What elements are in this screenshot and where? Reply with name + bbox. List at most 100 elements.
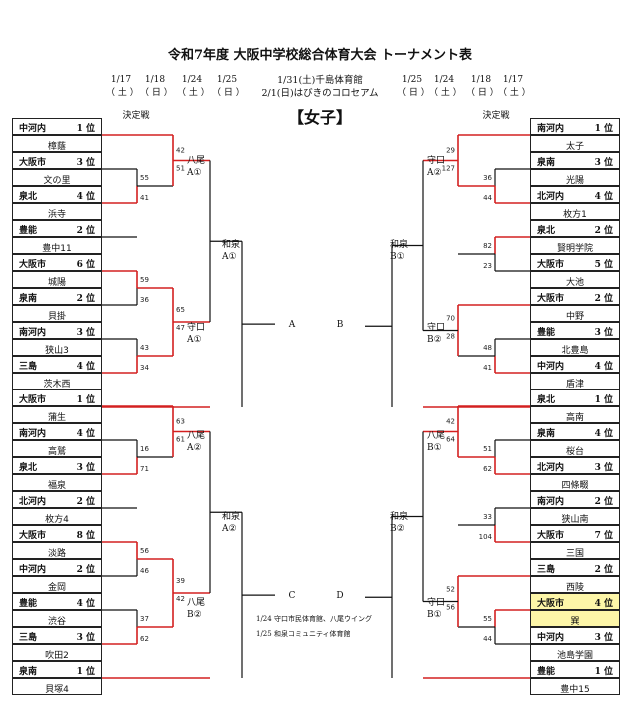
team-school-cell: 大池 — [530, 271, 620, 288]
team-school-cell: 太子 — [530, 135, 620, 152]
team-school: 枚方4 — [45, 515, 69, 525]
score: 55 — [483, 615, 492, 623]
score: 36 — [140, 296, 149, 304]
team-school-cell: 蒲生 — [12, 406, 102, 423]
team-rank: 3 位 — [76, 463, 95, 473]
score: 47 — [176, 324, 185, 332]
team-school-cell: 文の里 — [12, 169, 102, 186]
team-school: 文の里 — [43, 176, 71, 186]
team-rank: 3 位 — [594, 463, 613, 473]
team-prefecture: 豊能 — [537, 328, 556, 338]
date-header-left-4: 1/25（ 日 ） — [212, 75, 245, 98]
team-school: 巽 — [570, 617, 580, 627]
score: 16 — [140, 445, 149, 453]
team-rank: 2 位 — [76, 226, 95, 236]
team-prefecture: 大阪市 — [19, 531, 47, 541]
score: 46 — [140, 567, 149, 575]
venue-label: 守口 — [427, 321, 445, 333]
venue-label: 守口 — [427, 154, 445, 166]
score: 39 — [176, 577, 185, 585]
venue-label: 和泉 — [390, 238, 408, 250]
team-school-cell: 四條畷 — [530, 474, 620, 491]
team-rank: 4 位 — [76, 362, 95, 372]
team-school: 豊中11 — [42, 244, 72, 254]
team-prefecture: 豊能 — [537, 667, 556, 677]
team-rank: 4 位 — [594, 599, 613, 609]
team-school: 城陽 — [47, 278, 66, 288]
team-school-cell: 池島学園 — [530, 644, 620, 661]
team-school: 太子 — [565, 142, 584, 152]
venue-label: A① — [221, 252, 237, 262]
score: 34 — [140, 364, 149, 372]
team-rank: 3 位 — [76, 633, 95, 643]
team-prefecture: 北河内 — [537, 192, 565, 202]
team-school-cell: 枚方4 — [12, 508, 102, 525]
team-school-cell: 賢明学院 — [530, 237, 620, 254]
team-school: 渋谷 — [47, 617, 66, 627]
team-school: 四條畷 — [561, 481, 589, 491]
team-rank: 2 位 — [76, 294, 95, 304]
team-school: 盾津 — [565, 380, 584, 390]
final-label-left: 決定戦 — [122, 111, 150, 121]
venue-label: B② — [187, 610, 202, 620]
team-prefecture: 豊能 — [19, 226, 38, 236]
team-rank: 2 位 — [76, 565, 95, 575]
venue-label: 和泉 — [390, 510, 408, 522]
team-school-cell: 高鷲 — [12, 440, 102, 457]
score: 42 — [446, 418, 455, 426]
team-rank: 1 位 — [76, 395, 95, 405]
score: 43 — [140, 344, 149, 352]
venue-label: 八尾 — [187, 155, 205, 166]
team-school-cell: 豊中15 — [530, 678, 620, 695]
team-school-cell: 浜寺 — [12, 203, 102, 220]
team-rank: 2 位 — [594, 226, 613, 236]
team-school: 福泉 — [47, 481, 66, 491]
score: 51 — [176, 165, 185, 173]
team-prefecture: 中河内 — [537, 362, 565, 372]
date-header-right-3: 1/18（ 日 ） — [466, 75, 499, 98]
team-rank: 1 位 — [76, 124, 95, 134]
team-school-cell: 北豊島 — [530, 339, 620, 356]
team-school: 狭山南 — [561, 515, 589, 525]
team-pref-cell: 大阪市 4 位 — [530, 593, 620, 610]
team-rank: 2 位 — [76, 497, 95, 507]
score: 61 — [176, 436, 185, 444]
venue-label: A② — [426, 168, 442, 178]
team-rank: 1 位 — [594, 124, 613, 134]
team-school-cell: 高南 — [530, 406, 620, 423]
score: 44 — [483, 635, 492, 643]
score: 36 — [483, 174, 492, 182]
team-rank: 4 位 — [76, 429, 95, 439]
score: 33 — [483, 513, 492, 521]
team-prefecture: 大阪市 — [537, 599, 565, 609]
team-school-cell: 樟蔭 — [12, 135, 102, 152]
date-header-left-2: 1/18（ 日 ） — [140, 75, 173, 98]
team-school-cell: 福泉 — [12, 474, 102, 491]
team-rank: 6 位 — [76, 260, 95, 270]
final-letter-c: C — [289, 591, 296, 601]
score: 42 — [176, 147, 185, 155]
team-prefecture: 大阪市 — [537, 294, 565, 304]
venue-label: B② — [427, 335, 442, 345]
team-rank: 4 位 — [594, 362, 613, 372]
team-prefecture: 大阪市 — [19, 395, 47, 405]
team-school-cell: 貝掛 — [12, 305, 102, 322]
score: 62 — [483, 465, 492, 473]
team-pref-cell: 中河内 4 位 — [530, 356, 620, 373]
